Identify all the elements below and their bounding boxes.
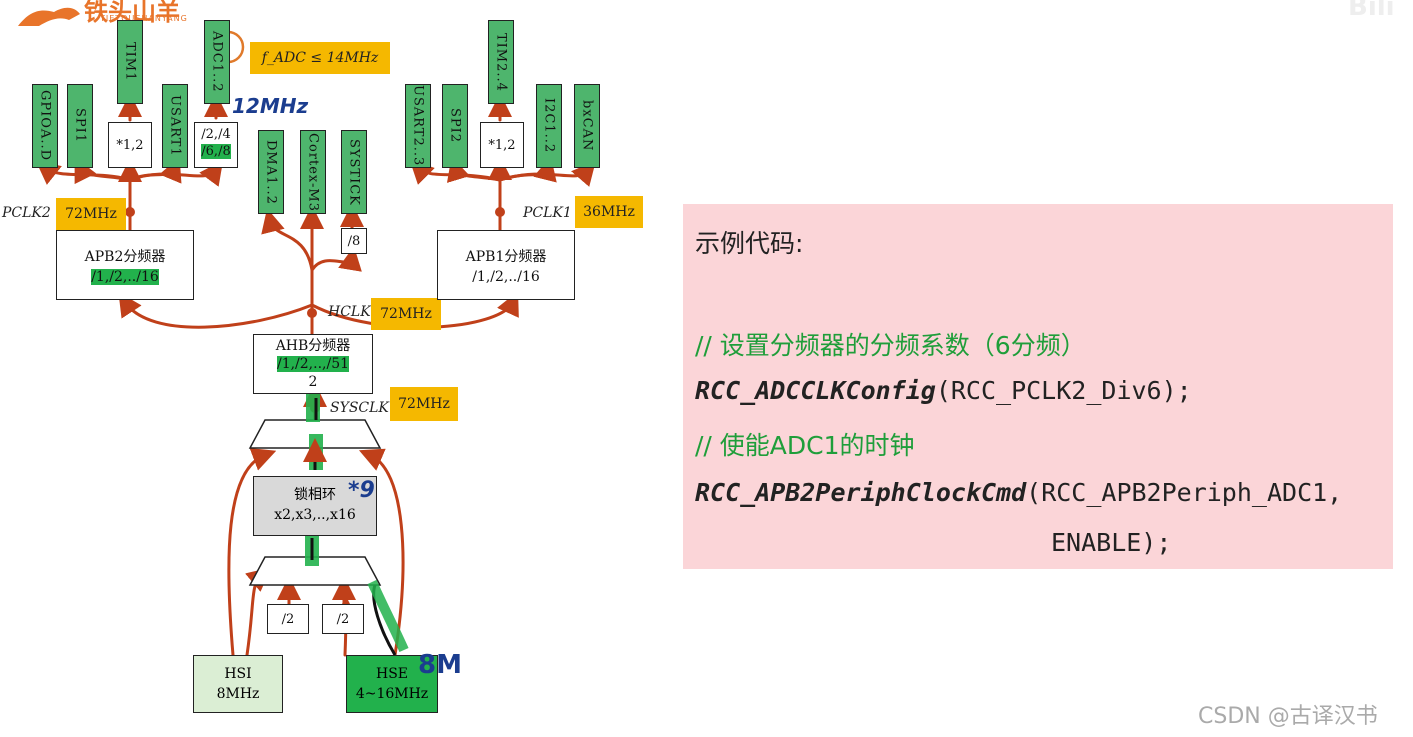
pclk1-freq: 36MHz: [575, 196, 643, 228]
hse-freq-note: 8M: [418, 650, 462, 680]
tim2-multiplier: *1,2: [480, 122, 524, 168]
sysclk-label: SYSCLK: [330, 400, 389, 416]
hclk-freq: 72MHz: [371, 298, 441, 330]
adc-box: ADC1..2: [204, 20, 230, 104]
code-panel: 示例代码: // 设置分频器的分频系数（6分频） RCC_ADCCLKConfi…: [683, 204, 1393, 569]
spi1-box: SPI1: [67, 84, 93, 168]
usart2-box: USART2..3: [405, 84, 431, 168]
watermark: CSDN @古译汉书: [1198, 704, 1378, 729]
logo-subtext: TIETOUSHANYANG: [100, 14, 188, 23]
hsi-name: HSI: [224, 666, 252, 682]
adc-freq-limit: f_ADC ≤ 14MHz: [250, 42, 390, 74]
hse-div: /2: [322, 604, 364, 634]
ahb-prescaler: AHB分频器 /1,/2,..,/51 2: [253, 334, 373, 394]
apb2-prescaler-title: APB2分频器: [84, 249, 166, 265]
adc-prescaler-bottom: /6,/8: [201, 144, 231, 159]
gpio-box: GPIOA..D: [32, 84, 58, 168]
pclk2-label: PCLK2: [2, 205, 51, 221]
apb1-prescaler: APB1分频器 /1,/2,../16: [437, 230, 575, 300]
pll-block: 锁相环 x2,x3,..,x16: [253, 476, 377, 536]
logo-goat-icon: [14, 2, 84, 30]
spi2-box: SPI2: [442, 84, 468, 168]
pll-title: 锁相环: [294, 487, 336, 503]
pll-multiplier-note: *9: [348, 478, 375, 503]
adc-freq-note: 12MHz: [232, 94, 309, 118]
apb2-prescaler-options: /1,/2,../16: [91, 269, 159, 285]
code-title: 示例代码:: [695, 229, 804, 258]
usart1-box: USART1: [162, 84, 188, 168]
hse-freq: 4~16MHz: [355, 686, 429, 702]
tim1-multiplier: *1,2: [108, 122, 152, 168]
systick-div: /8: [341, 228, 367, 254]
adc-prescaler: /2,/4 /6,/8: [194, 122, 238, 168]
code-line-2: RCC_APB2PeriphClockCmd(RCC_APB2Periph_AD…: [695, 478, 1343, 507]
pclk2-freq: 72MHz: [56, 198, 126, 230]
code-line-3: ENABLE);: [1051, 528, 1172, 557]
ahb-prescaler-options-2: 2: [308, 374, 318, 390]
sysclk-freq: 72MHz: [390, 387, 458, 421]
pll-options: x2,x3,..,x16: [274, 507, 356, 523]
logo: 铁头山羊 TIETOUSHANYANG: [14, 0, 214, 32]
dma-box: DMA1..2: [258, 130, 284, 214]
hse-name: HSE: [375, 666, 409, 682]
hse-source: HSE 4~16MHz: [346, 655, 438, 713]
code-line-1: RCC_ADCCLKConfig(RCC_PCLK2_Div6);: [695, 376, 1192, 405]
pll-mux: [248, 556, 382, 586]
adc-prescaler-top: /2,/4: [201, 127, 231, 142]
cortex-box: Cortex-M3: [300, 130, 326, 214]
code-comment-1: // 设置分频器的分频系数（6分频）: [695, 331, 1086, 360]
bxcan-box: bxCAN: [574, 84, 600, 168]
bilibili-logo: Bili: [1348, 0, 1395, 22]
i2c-box: I2C1..2: [536, 84, 562, 168]
systick-box: SYSTICK: [341, 130, 367, 214]
hsi-div: /2: [267, 604, 309, 634]
apb2-prescaler: APB2分频器 /1,/2,../16: [56, 230, 194, 300]
hsi-freq: 8MHz: [216, 686, 260, 702]
code-comment-2: // 使能ADC1的时钟: [695, 431, 915, 460]
ahb-prescaler-options: /1,/2,..,/51: [276, 356, 350, 372]
apb1-prescaler-title: APB1分频器: [465, 249, 547, 265]
apb1-prescaler-options: /1,/2,../16: [472, 269, 540, 285]
ahb-prescaler-title: AHB分频器: [275, 338, 351, 354]
hsi-source: HSI 8MHz: [193, 655, 283, 713]
tim2-box: TIM2..4: [488, 20, 514, 104]
pclk1-label: PCLK1: [523, 205, 572, 221]
tim1-box: TIM1: [117, 20, 143, 104]
hclk-label: HCLK: [328, 304, 371, 320]
